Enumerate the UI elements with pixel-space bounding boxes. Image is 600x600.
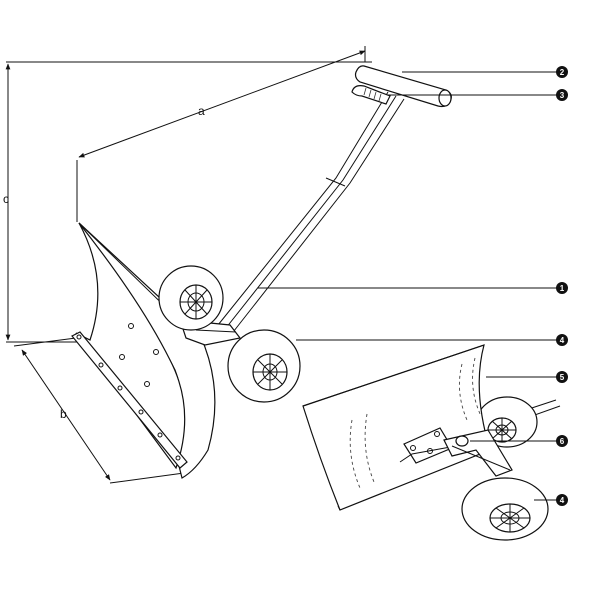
handle-shaft [213,91,405,337]
detail-wheel-front [461,477,549,541]
main-wheel-front [227,329,301,403]
dimension-b: b [13,337,185,484]
dimension-c-label: c [3,192,9,206]
svg-text:4: 4 [560,336,565,345]
t-handle-grip [354,65,452,108]
dimension-b-label: b [60,407,67,421]
dimension-c: c [3,61,372,343]
dimension-a-label: a [198,104,205,118]
main-wheel-rear [158,265,224,331]
callout-3: 3 [388,89,568,101]
dimension-a: a [76,46,366,222]
callout-4-top: 4 [296,334,568,346]
svg-text:3: 3 [560,91,565,100]
callout-1: 1 [258,282,568,294]
callout-6: 6 [470,435,568,447]
svg-text:4: 4 [560,496,565,505]
svg-text:6: 6 [560,437,565,446]
trigger-lever [351,85,391,105]
svg-text:2: 2 [560,68,565,77]
svg-text:5: 5 [560,373,565,382]
detail-blade [302,344,491,511]
svg-text:1: 1 [560,284,565,293]
callout-2: 2 [402,66,568,78]
callout-5: 5 [486,371,568,383]
plow-main [71,65,452,479]
plow-detail [302,344,561,541]
detail-bracket [399,427,513,477]
main-blade [71,222,216,479]
callout-4-bottom: 4 [534,494,568,506]
